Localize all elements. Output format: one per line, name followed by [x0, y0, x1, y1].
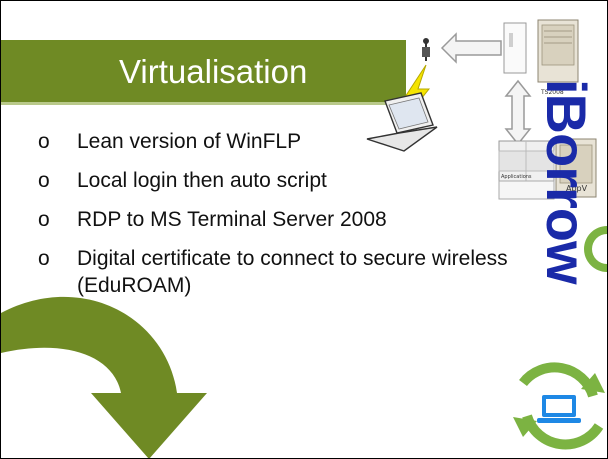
app-server-icon: AppV: [555, 138, 597, 198]
bullet-marker: o: [38, 208, 50, 231]
left-arrow-icon: [440, 32, 502, 64]
title-bar: [1, 40, 406, 102]
bullet-list: o Lean version of WinFLP o Local login t…: [37, 128, 537, 311]
bullet-item: o Digital certificate to connect to secu…: [37, 245, 537, 299]
bullet-text: Digital certificate to connect to secure…: [77, 247, 508, 297]
slide-title: Virtualisation: [119, 53, 308, 90]
curved-arrow-icon: [1, 297, 207, 458]
server-label: TS2008: [540, 89, 564, 96]
title-underline: [1, 102, 406, 105]
bullet-text: Lean version of WinFLP: [77, 130, 302, 153]
antenna-icon: [422, 38, 430, 61]
bullet-item: o Lean version of WinFLP: [37, 128, 537, 155]
applications-icon: Applications: [498, 140, 555, 200]
bullet-marker: o: [38, 130, 50, 153]
app-server-label: AppV: [566, 184, 588, 193]
bullet-marker: o: [38, 247, 50, 270]
applications-label: Applications: [501, 174, 532, 180]
server-icon: TS2008: [537, 19, 579, 96]
sync-laptop-icon: [513, 362, 605, 450]
laptop-icon: [366, 92, 438, 152]
decorative-ring-icon: [584, 226, 607, 272]
vertical-arrow-icon: [504, 79, 532, 146]
bullet-item: o RDP to MS Terminal Server 2008: [37, 206, 537, 233]
brand-vertical-text: iBorrow: [535, 79, 598, 284]
bullet-text: Local login then auto script: [77, 169, 327, 192]
bullet-marker: o: [38, 169, 50, 192]
bullet-item: o Local login then auto script: [37, 167, 537, 194]
access-point-icon: [503, 22, 527, 74]
bullet-text: RDP to MS Terminal Server 2008: [77, 208, 387, 231]
